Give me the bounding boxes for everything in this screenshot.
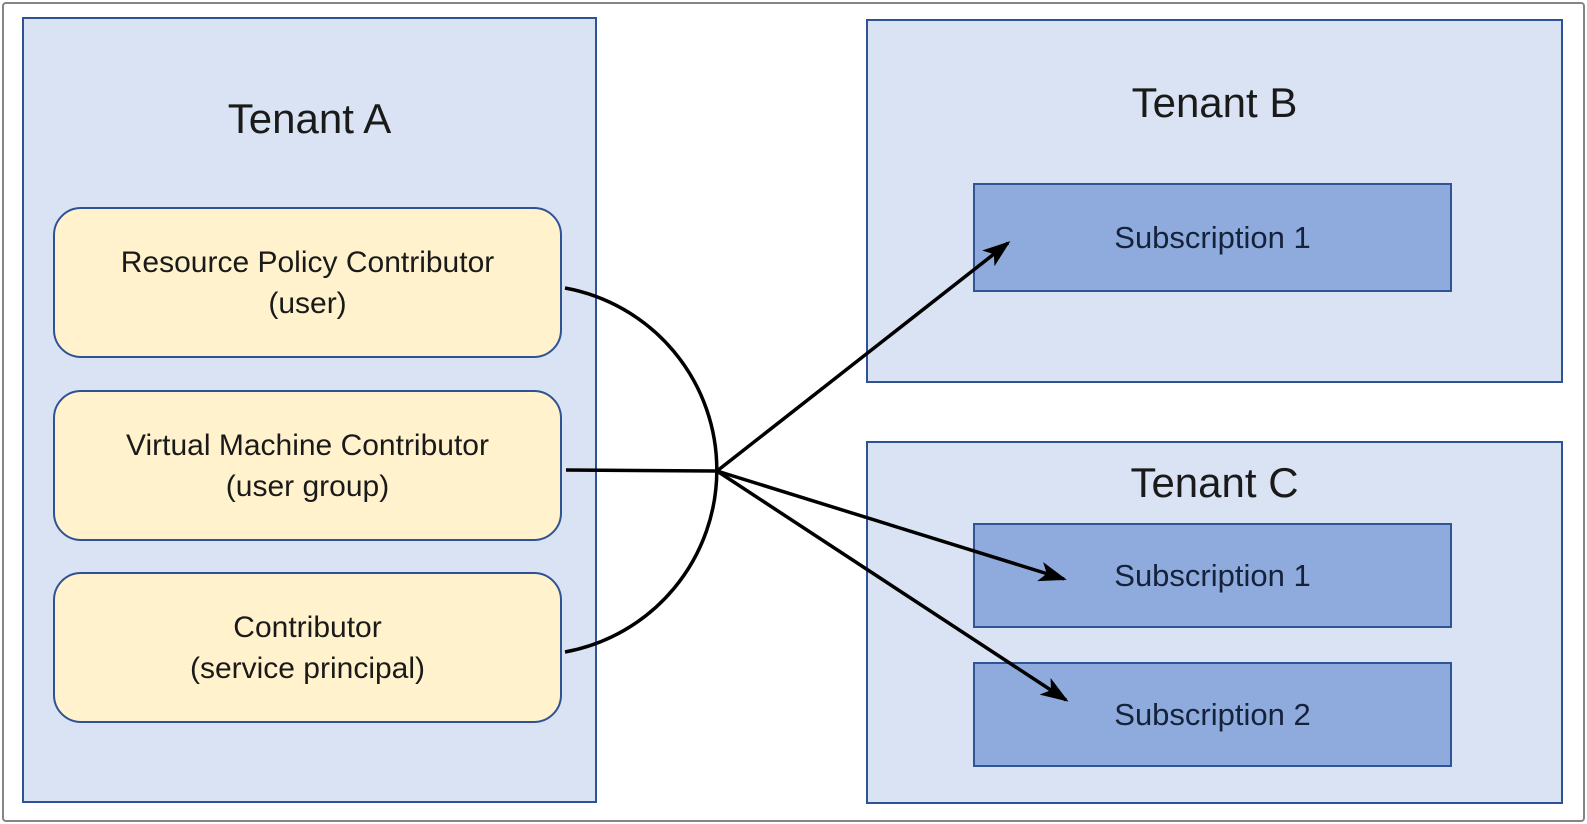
- tenant-b-title: Tenant B: [1131, 79, 1298, 126]
- subscription-label: Subscription 2: [1114, 696, 1311, 732]
- role-label-line2: (service principal): [189, 651, 426, 685]
- subscription-label: Subscription 1: [1114, 557, 1311, 593]
- role-box-resource-policy-contributor: Resource Policy Contributor (user): [53, 207, 562, 358]
- tenant-c-title: Tenant C: [1130, 459, 1299, 506]
- subscription-label: Subscription 1: [1114, 219, 1311, 255]
- role-box-virtual-machine-contributor: Virtual Machine Contributor (user group): [53, 390, 562, 541]
- role-label-line2: (user group): [225, 469, 390, 503]
- role-label-line1: Virtual Machine Contributor: [126, 428, 489, 462]
- tenant-a-title: Tenant A: [227, 95, 392, 142]
- tenant-b-subscription-1-box: Subscription 1: [973, 183, 1452, 292]
- tenant-a-box: Tenant A Resource Policy Contributor (us…: [22, 17, 597, 803]
- role-label-line2: (user): [268, 286, 347, 320]
- tenant-c-subscription-2-box: Subscription 2: [973, 662, 1452, 767]
- role-box-contributor: Contributor (service principal): [53, 572, 562, 723]
- tenant-c-box: Tenant C Subscription 1 Subscription 2: [866, 441, 1563, 804]
- tenant-b-box: Tenant B Subscription 1: [866, 19, 1563, 383]
- role-label-line1: Resource Policy Contributor: [120, 245, 495, 279]
- role-label-line1: Contributor: [233, 610, 382, 644]
- tenant-c-subscription-1-box: Subscription 1: [973, 523, 1452, 628]
